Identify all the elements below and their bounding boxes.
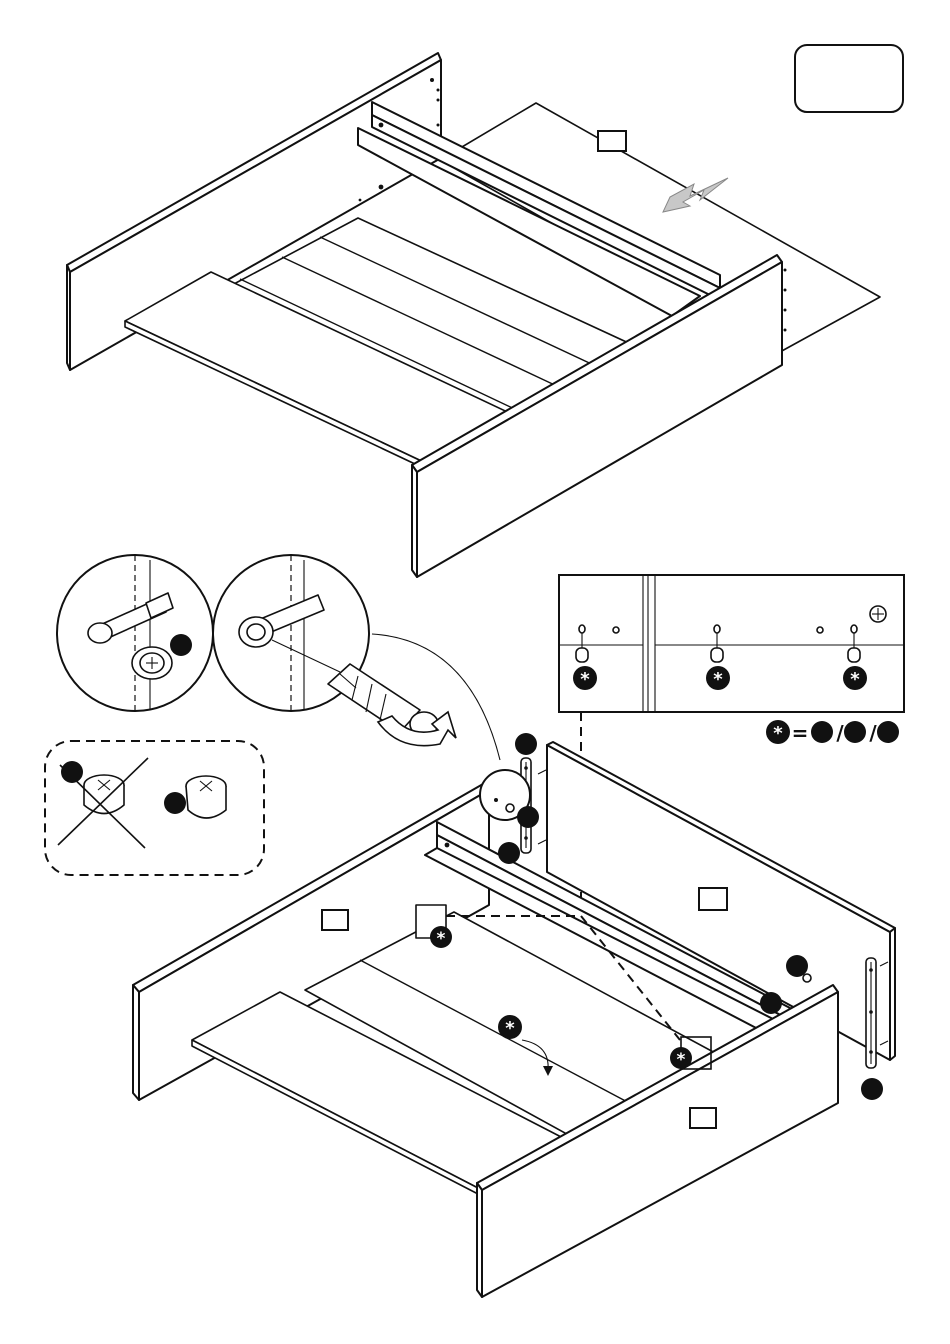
part-badge [170, 634, 192, 656]
legend-symbol: * [437, 929, 446, 949]
part-label-box-top [598, 131, 626, 151]
separator: / [836, 721, 844, 745]
left-back-panel-edge [133, 985, 139, 1100]
part-label-box-back [699, 888, 727, 910]
legend-symbol: * [773, 723, 783, 744]
screwdriver-icon [328, 664, 456, 746]
part-label-box-front [690, 1108, 716, 1128]
legend-row: * = / / [766, 720, 899, 745]
back-long-panel-end [890, 928, 895, 1060]
bottom-assembly: * * * [133, 733, 895, 1297]
step-number-box [795, 45, 903, 112]
right-side-panel-edge [412, 465, 417, 577]
equals-sign: = [792, 721, 809, 745]
legend-symbol: * [850, 669, 860, 690]
separator: / [869, 721, 877, 745]
legend-symbol: * [713, 669, 723, 690]
part-label-box-left [322, 910, 348, 930]
top-assembly [67, 53, 880, 577]
legend-symbol: * [580, 669, 590, 690]
front-right-panel-edge [477, 1183, 482, 1297]
fitting-orientation-box [45, 741, 264, 875]
detail-panel-holes: * * * [559, 575, 904, 712]
legend-symbol: * [677, 1050, 686, 1070]
detail-cam-lock-insert [57, 555, 213, 711]
legend-symbol: * [505, 1018, 515, 1039]
